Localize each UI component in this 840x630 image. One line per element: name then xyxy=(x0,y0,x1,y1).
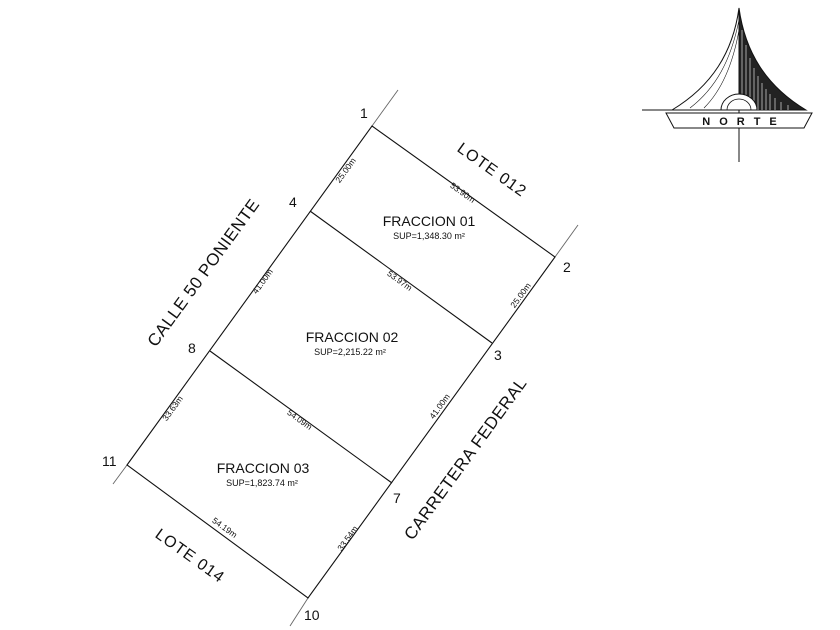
point-label-8: 8 xyxy=(188,340,196,356)
point-label-11: 11 xyxy=(102,453,117,469)
fraction-02-name: FRACCION 02 xyxy=(306,329,399,345)
lote-south-label: LOTE 014 xyxy=(152,526,228,587)
point-label-1: 1 xyxy=(360,105,368,121)
north-arrow-icon: NORTE xyxy=(642,7,813,162)
road-extension-lines xyxy=(112,89,579,627)
dimension-4-3: 53.97m xyxy=(385,268,414,293)
dimension-1-4: 25.00m xyxy=(333,156,358,185)
point-label-7: 7 xyxy=(393,490,401,506)
fraction-03-name: FRACCION 03 xyxy=(217,460,310,476)
outer-boundary xyxy=(126,125,556,599)
north-arrow-label: NORTE xyxy=(702,116,786,128)
fraction-01-name: FRACCION 01 xyxy=(383,213,476,229)
vertex-labels: 1 2 3 4 7 8 10 11 xyxy=(102,105,571,623)
division-line-4-3 xyxy=(309,210,493,344)
dimension-8-7: 54.09m xyxy=(285,407,314,432)
point-label-4: 4 xyxy=(289,194,297,210)
point-label-3: 3 xyxy=(494,347,502,363)
fraction-labels: FRACCION 01 SUP=1,348.30 m² FRACCION 02 … xyxy=(217,213,476,488)
fraction-01-area: SUP=1,348.30 m² xyxy=(393,231,465,241)
dimension-1-2: 53.90m xyxy=(448,180,477,205)
fraction-03-area: SUP=1,823.74 m² xyxy=(226,478,298,488)
street-east-label: CARRETERA FEDERAL xyxy=(400,374,530,543)
dimension-7-10: 33.54m xyxy=(335,524,360,553)
street-west-label: CALLE 50 PONIENTE xyxy=(144,195,264,350)
dimension-8-11: 33.63m xyxy=(160,394,185,423)
fraction-02-area: SUP=2,215.22 m² xyxy=(314,347,386,357)
point-label-10: 10 xyxy=(304,607,320,623)
point-label-2: 2 xyxy=(563,259,571,275)
lot-boundaries xyxy=(126,125,556,599)
dimension-4-8: 41.00m xyxy=(250,267,275,296)
division-line-8-7 xyxy=(209,350,393,484)
